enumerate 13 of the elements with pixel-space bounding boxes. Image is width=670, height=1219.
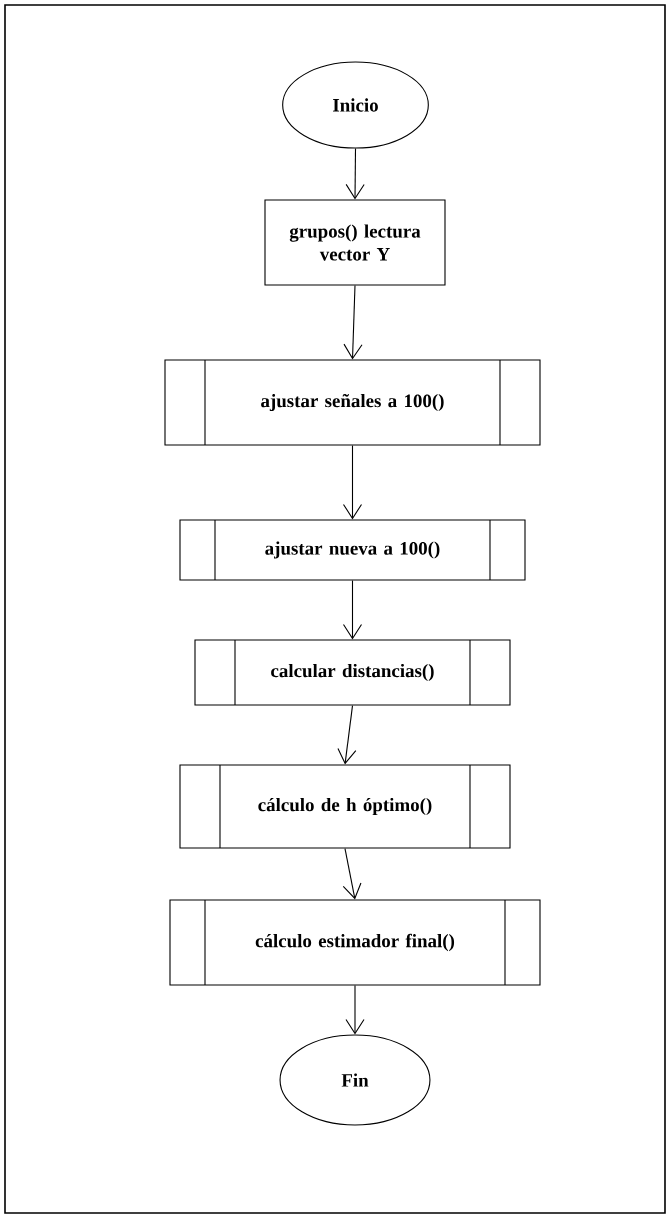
arrow <box>342 580 363 640</box>
arrow <box>345 985 365 1035</box>
arrow <box>342 445 363 520</box>
subroutine-box: ajustar nueva a 100() <box>179 519 526 581</box>
arrow <box>345 148 365 200</box>
subroutine-box: ajustar señales a 100() <box>164 359 541 446</box>
subroutine-box: cálculo de h óptimo() <box>179 764 511 849</box>
arrow <box>342 848 362 900</box>
subroutine-box: calcular distancias() <box>194 639 511 706</box>
arrow <box>343 285 363 360</box>
subroutine-box: cálculo estimador final() <box>169 899 541 986</box>
arrow <box>337 705 357 765</box>
process-box: grupos() lectura vector Y <box>264 199 446 286</box>
